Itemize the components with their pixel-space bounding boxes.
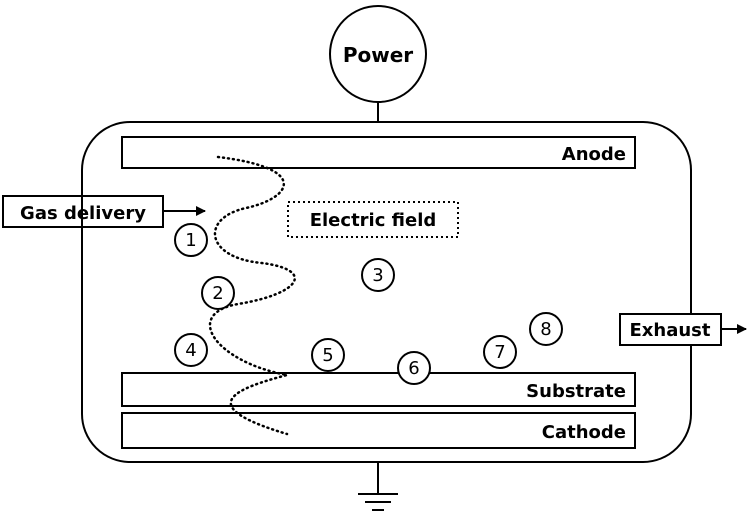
anode-plate: Anode xyxy=(121,136,636,169)
cathode-plate: Cathode xyxy=(121,412,636,449)
exhaust: Exhaust xyxy=(619,313,747,346)
exhaust-label: Exhaust xyxy=(630,320,711,341)
gas-delivery-label: Gas delivery xyxy=(20,203,146,224)
svg-text:5: 5 xyxy=(322,345,333,366)
step-marker-4: 4 xyxy=(174,333,208,367)
substrate-plate: Substrate xyxy=(121,372,636,407)
step-marker-5: 5 xyxy=(311,338,345,372)
electric-field-label: Electric field xyxy=(310,210,437,231)
ground-symbol xyxy=(358,462,398,511)
svg-text:8: 8 xyxy=(540,319,551,340)
svg-text:7: 7 xyxy=(494,342,505,363)
svg-text:4: 4 xyxy=(185,340,196,361)
substrate-label: Substrate xyxy=(526,381,626,402)
power-label: Power xyxy=(343,43,413,67)
cathode-label: Cathode xyxy=(542,422,626,443)
gas-delivery: Gas delivery xyxy=(2,195,206,228)
svg-text:1: 1 xyxy=(185,230,196,251)
step-marker-6: 6 xyxy=(397,351,431,385)
step-marker-2: 2 xyxy=(201,276,235,310)
step-marker-8: 8 xyxy=(529,312,563,346)
svg-text:3: 3 xyxy=(372,265,383,286)
step-marker-1: 1 xyxy=(174,223,208,257)
svg-text:2: 2 xyxy=(212,283,223,304)
electric-field-box: Electric field xyxy=(287,201,459,238)
step-marker-3: 3 xyxy=(361,258,395,292)
svg-text:6: 6 xyxy=(408,358,419,379)
chamber-outline xyxy=(81,121,692,463)
step-marker-7: 7 xyxy=(483,335,517,369)
anode-label: Anode xyxy=(562,144,626,165)
wavy-dotted-path xyxy=(208,155,296,436)
power-source: Power xyxy=(329,5,427,103)
